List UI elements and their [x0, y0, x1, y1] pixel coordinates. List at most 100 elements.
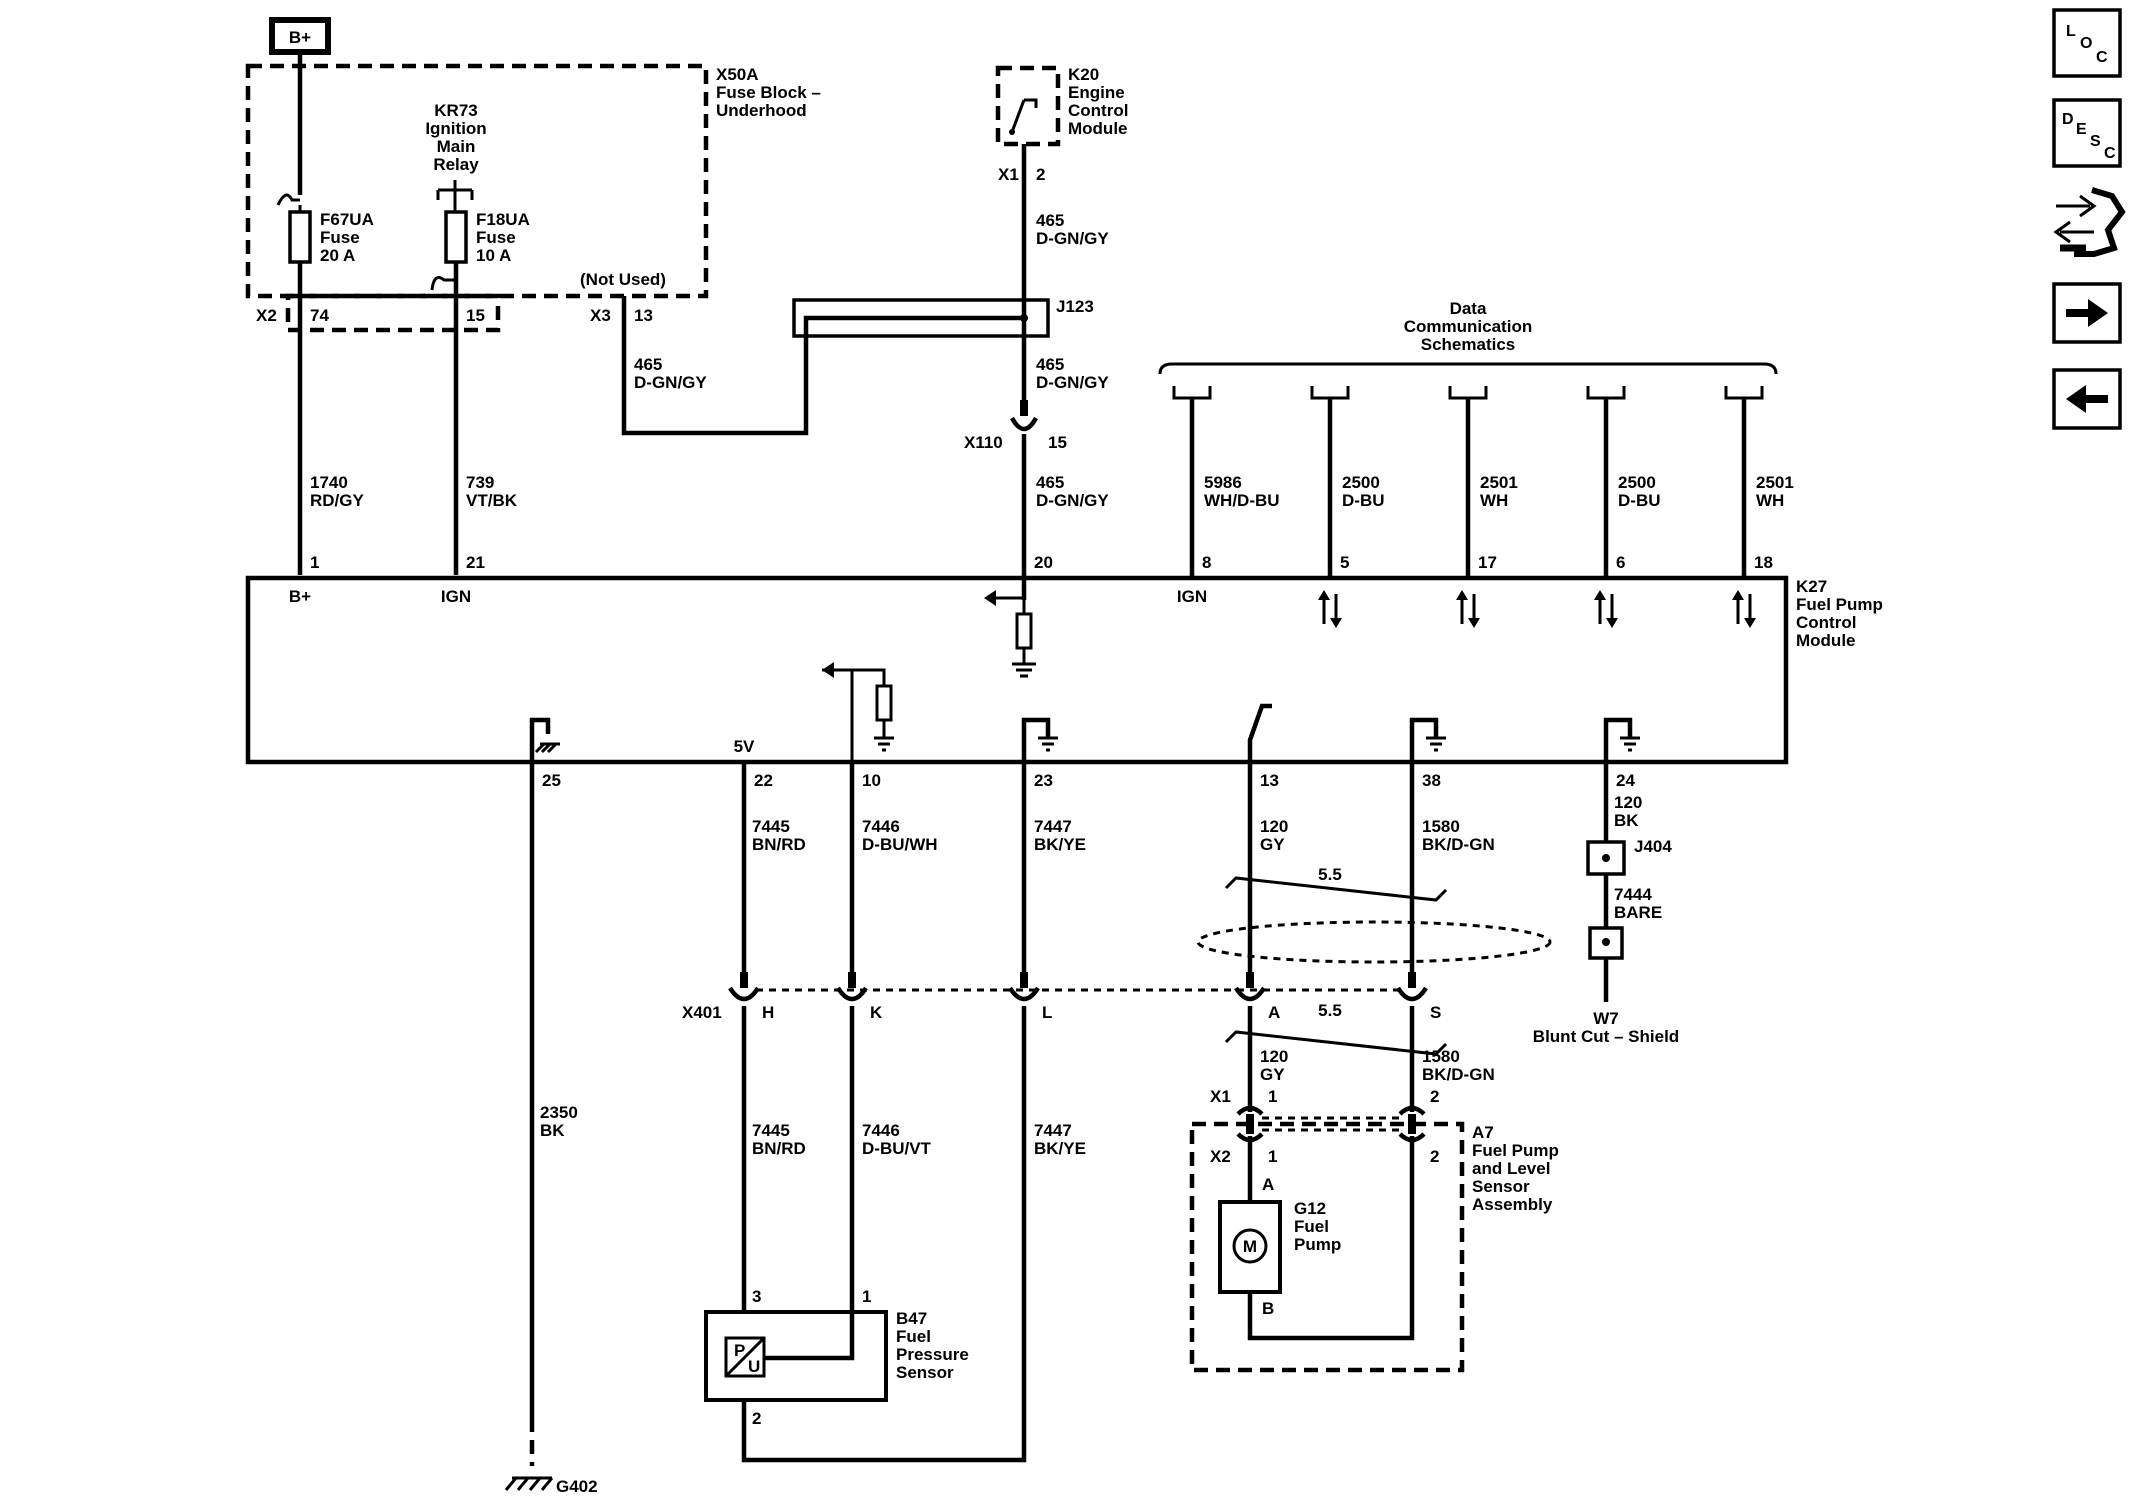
svg-text:RD/GY: RD/GY — [310, 491, 365, 510]
fuel-pump-assembly-label: A7 Fuel Pump and Level Sensor Assembly — [1472, 1123, 1559, 1214]
x401-connector-pin: S — [1396, 972, 1441, 1022]
svg-text:7445: 7445 — [752, 817, 790, 836]
svg-text:L: L — [2066, 23, 2076, 40]
svg-text:GY: GY — [1260, 1065, 1285, 1084]
svg-text:7447: 7447 — [1034, 1121, 1072, 1140]
svg-text:Fuel: Fuel — [1294, 1217, 1329, 1236]
svg-text:120: 120 — [1260, 817, 1288, 836]
svg-text:G12: G12 — [1294, 1199, 1326, 1218]
svg-text:Communication: Communication — [1404, 317, 1532, 336]
svg-text:15: 15 — [466, 306, 485, 325]
svg-text:10 A: 10 A — [476, 246, 511, 265]
ground-g402: G402 — [504, 1476, 598, 1496]
svg-text:and Level: and Level — [1472, 1159, 1550, 1178]
k27-top-pin: 6 — [1616, 553, 1625, 572]
loc-button[interactable]: L O C — [2052, 8, 2122, 78]
svg-text:C: C — [2104, 145, 2116, 162]
svg-text:X2: X2 — [256, 306, 277, 325]
connector-x1-x2: X1 1 2 X2 1 2 — [1210, 1087, 1439, 1166]
k27-ign-label: IGN — [441, 587, 471, 606]
svg-text:2: 2 — [1036, 165, 1045, 184]
bidirectional-arrow-icon — [1318, 590, 1342, 628]
svg-text:K: K — [870, 1003, 883, 1022]
svg-text:WH: WH — [1480, 491, 1508, 510]
svg-text:GY: GY — [1260, 835, 1285, 854]
bidirectional-arrow-icon — [1456, 590, 1480, 628]
k27-bottom-pin: 38 — [1422, 771, 1441, 790]
x401-connector-pin: A — [1234, 972, 1280, 1022]
x401-connector-pin: H — [728, 972, 774, 1022]
k27-top-pin: 1 — [310, 553, 319, 572]
svg-text:Pressure: Pressure — [896, 1345, 969, 1364]
wire-1740: 1740 RD/GY — [310, 473, 365, 510]
svg-text:3: 3 — [752, 1287, 761, 1306]
ignition-main-relay: KR73 Ignition Main Relay — [425, 101, 487, 212]
k27-bottom-pin: 22 — [754, 771, 773, 790]
wire-465-x3: 465 D-GN/GY — [634, 355, 707, 392]
wire-465-ecm: 465 D-GN/GY — [1036, 211, 1109, 248]
svg-text:KR73: KR73 — [434, 101, 477, 120]
k27-top-pin: 21 — [466, 553, 485, 572]
svg-text:Engine: Engine — [1068, 83, 1125, 102]
fuse-block-outline — [245, 63, 709, 299]
bidirectional-arrow-icon — [1732, 590, 1756, 628]
svg-text:1: 1 — [862, 1287, 871, 1306]
svg-text:Control: Control — [1068, 101, 1128, 120]
svg-text:K20: K20 — [1068, 65, 1099, 84]
svg-text:W7: W7 — [1593, 1009, 1619, 1028]
svg-text:2: 2 — [752, 1409, 761, 1428]
svg-text:465: 465 — [1036, 355, 1064, 374]
bidirectional-arrow-icon — [1594, 590, 1618, 628]
svg-text:Fuel Pump: Fuel Pump — [1796, 595, 1883, 614]
svg-text:Fuse: Fuse — [320, 228, 360, 247]
k27-bottom-pin: 10 — [862, 771, 881, 790]
svg-text:J404: J404 — [1634, 837, 1672, 856]
twisted-pair-bottom: 5.5 — [1224, 1001, 1448, 1056]
k27-top-pin: 5 — [1340, 553, 1349, 572]
svg-text:465: 465 — [1036, 211, 1064, 230]
svg-text:(Not Used): (Not Used) — [580, 270, 666, 289]
arrow-left-icon — [2066, 385, 2086, 413]
desc-button[interactable]: D E S C — [2052, 98, 2122, 168]
svg-text:X1: X1 — [1210, 1087, 1231, 1106]
svg-text:H: H — [762, 1003, 774, 1022]
k27-top-pin: 20 — [1034, 553, 1053, 572]
svg-text:D-BU/VT: D-BU/VT — [862, 1139, 932, 1158]
svg-text:A7: A7 — [1472, 1123, 1494, 1142]
svg-text:Schematics: Schematics — [1421, 335, 1516, 354]
next-button[interactable] — [2052, 282, 2122, 344]
svg-text:C: C — [2096, 49, 2108, 66]
svg-text:S: S — [2090, 133, 2101, 150]
fuse-block-connector-x2-outline — [285, 293, 501, 333]
k27-bottom-pin: 24 — [1616, 771, 1635, 790]
connector-x401-label: X401 — [682, 1003, 722, 1022]
splice-j123: J123 — [792, 297, 1094, 338]
svg-text:2: 2 — [1430, 1087, 1439, 1106]
svg-text:Assembly: Assembly — [1472, 1195, 1553, 1214]
battery-positive-box: B+ — [269, 17, 331, 55]
svg-text:BK/YE: BK/YE — [1034, 835, 1086, 854]
x401-connector-pin: K — [836, 972, 883, 1022]
svg-text:D-BU: D-BU — [1342, 491, 1385, 510]
previous-button[interactable] — [2052, 368, 2122, 430]
svg-text:BN/RD: BN/RD — [752, 835, 806, 854]
svg-text:Data: Data — [1450, 299, 1487, 318]
svg-text:D-GN/GY: D-GN/GY — [1036, 373, 1109, 392]
diagnostic-tools-icon[interactable] — [2053, 187, 2126, 257]
svg-text:B: B — [1262, 1299, 1274, 1318]
svg-text:BARE: BARE — [1614, 903, 1662, 922]
k27-bottom-pin: 23 — [1034, 771, 1053, 790]
svg-text:5986: 5986 — [1204, 473, 1242, 492]
svg-text:1580: 1580 — [1422, 817, 1460, 836]
svg-text:G402: G402 — [556, 1477, 598, 1496]
svg-text:2501: 2501 — [1756, 473, 1794, 492]
data-communication-header: Data Communication Schematics — [1158, 299, 1778, 375]
pin20-input-circuit — [984, 590, 1036, 678]
